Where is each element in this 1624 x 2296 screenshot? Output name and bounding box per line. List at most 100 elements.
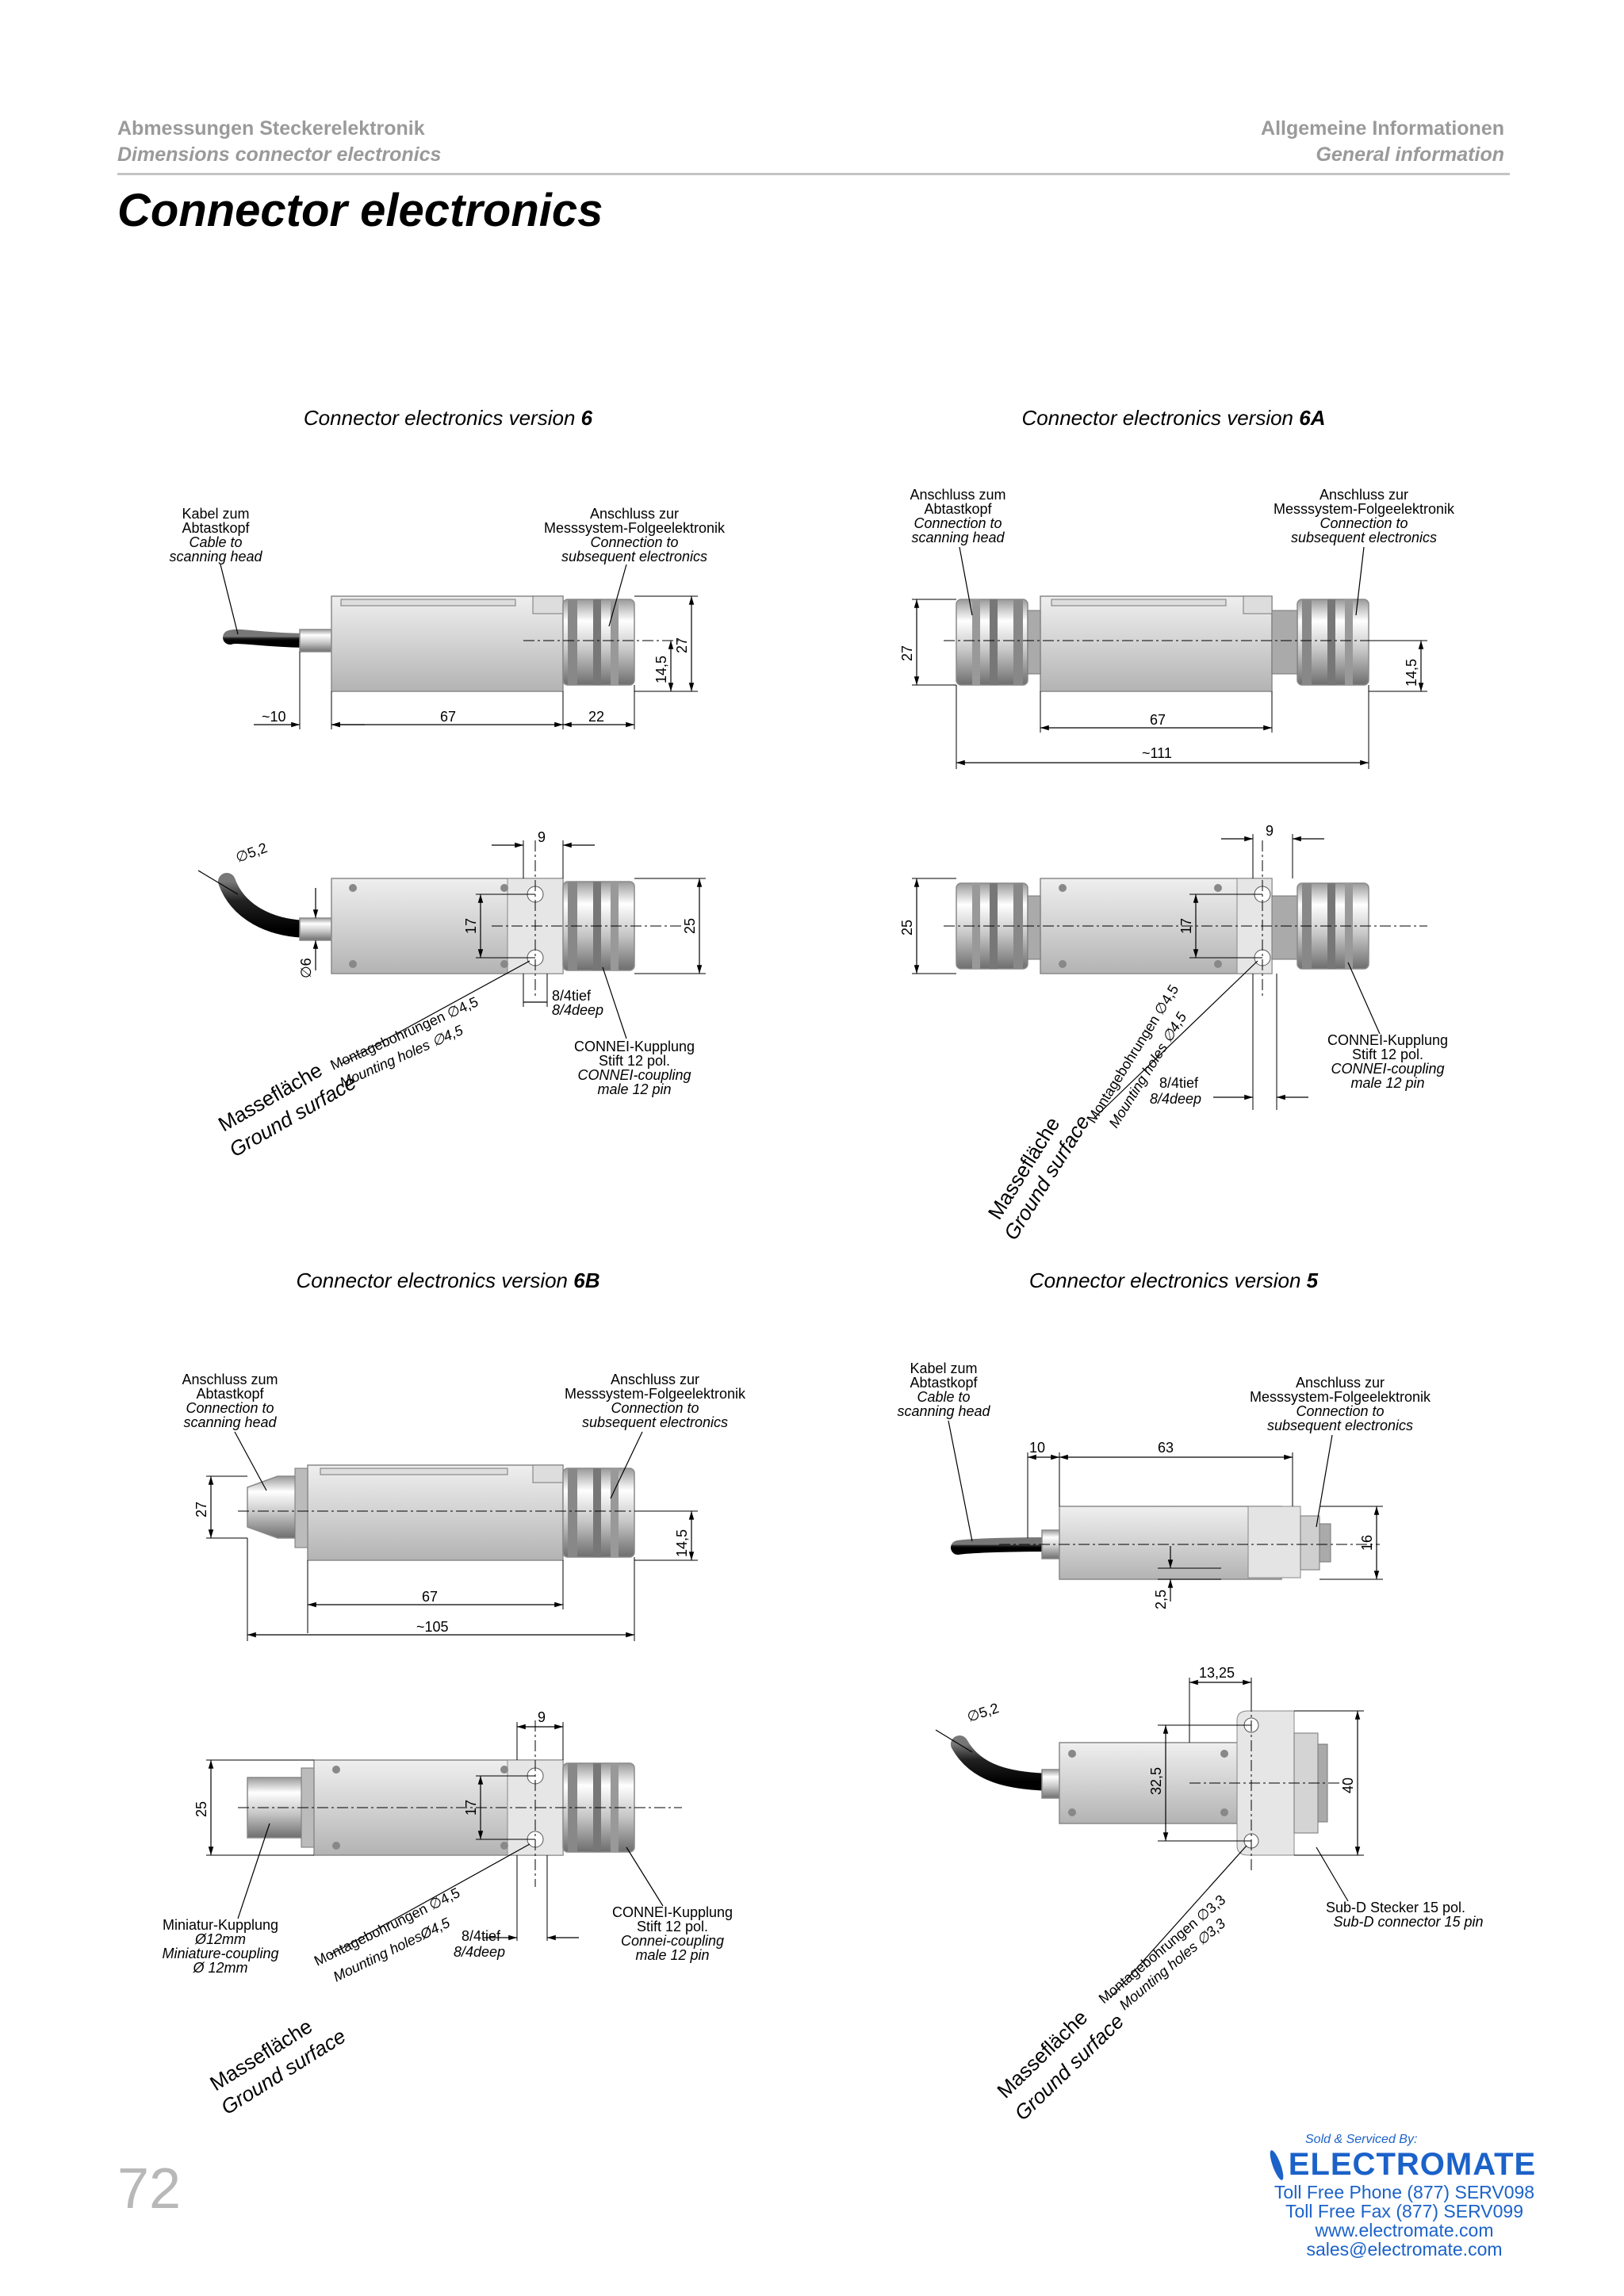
label-text: Messsystem-Folgeelektronik: [1274, 501, 1455, 517]
sold-by-text: Sold & Serviced By:: [1305, 2133, 1418, 2146]
v6a-top-labels: CONNEI-Kupplung Stift 12 pol. CONNEI-cou…: [983, 960, 1448, 1244]
label-text: Connection to: [611, 1400, 699, 1416]
label-text: Cable to: [189, 534, 242, 550]
label-text: Anschluss zur: [590, 506, 679, 522]
label-text: 8/4deep: [454, 1944, 505, 1960]
dim-label: 14,5: [674, 1529, 690, 1557]
dim-label: 67: [422, 1589, 438, 1605]
dim-label: 63: [1158, 1440, 1174, 1456]
v6-top-dims: ∅5,2 ∅6 17 25 9 8/4tief 8/4deep: [197, 829, 706, 1018]
label-text: Stift 12 pol.: [1352, 1047, 1423, 1062]
label-text: CONNEI-coupling: [577, 1067, 691, 1083]
label-text: CONNEI-Kupplung: [1327, 1032, 1448, 1048]
section-version: 6A: [1299, 406, 1326, 430]
section-title-v5: Connector electronics version 5: [936, 1269, 1411, 1293]
v6-side-dims: ~10 67 22 14,5 27: [254, 595, 698, 729]
label-text: Abtastkopf: [196, 1386, 264, 1402]
header-rule: [117, 173, 1510, 175]
label-text: Sub-D Stecker 15 pol.: [1326, 1900, 1465, 1915]
label-text: Anschluss zum: [182, 1372, 278, 1387]
dim-label: 27: [193, 1502, 209, 1517]
v6a-top-dims: 25 17 9 8/4tief 8/4deep: [899, 823, 1324, 1110]
dim-label: 14,5: [1404, 659, 1419, 687]
label-text: Sub-D connector 15 pin: [1333, 1914, 1483, 1930]
v6-top-view: [218, 840, 682, 999]
dim-label: 27: [674, 637, 690, 653]
label-text: Montagebohrungen ∅3,3: [1096, 1892, 1228, 2007]
label-text: male 12 pin: [1350, 1075, 1424, 1091]
label-text: subsequent electronics: [561, 549, 707, 564]
dim-label: ∅6: [298, 958, 314, 978]
label-text: Miniature-coupling: [162, 1946, 278, 1961]
v5-side-labels: Kabel zum Abtastkopf Cable to scanning h…: [897, 1360, 1431, 1542]
section-title-v6: Connector electronics version 6: [210, 406, 686, 430]
label-text: male 12 pin: [635, 1947, 709, 1963]
dim-label: 9: [1266, 823, 1274, 839]
label-text: Ø 12mm: [192, 1960, 247, 1976]
header-left: Abmessungen Steckerelektronik Dimensions…: [117, 116, 441, 168]
label-text: Cable to: [917, 1389, 970, 1405]
label-text: CONNEI-coupling: [1331, 1061, 1444, 1077]
email-link[interactable]: sales@electromate.com: [1306, 2239, 1503, 2260]
label-text: scanning head: [169, 549, 262, 564]
page-title: Connector electronics: [117, 185, 603, 236]
dim-label: ∅5,2: [965, 1700, 1001, 1725]
label-text: Connection to: [1320, 515, 1408, 531]
label-text: Kabel zum: [182, 506, 249, 522]
label-text: Connection to: [1296, 1403, 1384, 1419]
label-text: 8/4tief: [462, 1928, 501, 1944]
section-version: 6: [580, 406, 593, 430]
label-text: Messsystem-Folgeelektronik: [1250, 1389, 1431, 1405]
dim-label: ~10: [262, 709, 286, 725]
label-text: 8/4tief: [552, 988, 592, 1004]
label-text: Connei-coupling: [621, 1933, 724, 1949]
dim-label: 25: [193, 1801, 209, 1817]
label-text: subsequent electronics: [1291, 530, 1437, 545]
label-text: subsequent electronics: [582, 1414, 728, 1430]
label-text: Messsystem-Folgeelektronik: [544, 520, 726, 536]
label-text: scanning head: [897, 1403, 990, 1419]
label-text: Kabel zum: [910, 1360, 977, 1376]
v6-side-labels: Kabel zum Abtastkopf Cable to scanning h…: [169, 506, 726, 635]
dim-label: 22: [588, 709, 604, 725]
v6b-side-dims: 27 67 ~105 14,5: [193, 1475, 698, 1641]
v6-side-view: [223, 595, 682, 692]
label-text: Abtastkopf: [182, 520, 250, 536]
v6b-side-labels: Anschluss zum Abtastkopf Connection to s…: [182, 1372, 746, 1499]
header-left-de: Abmessungen Steckerelektronik: [117, 117, 425, 140]
section-version: 5: [1306, 1269, 1319, 1292]
dim-label: 67: [440, 709, 456, 725]
dim-label: ~111: [1142, 745, 1172, 761]
brand-block: Sold & Serviced By: ELECTROMATE Toll Fre…: [1267, 2133, 1537, 2260]
label-text: scanning head: [911, 530, 1005, 545]
website-link[interactable]: www.electromate.com: [1315, 2220, 1494, 2241]
v6-top-labels: CONNEI-Kupplung Stift 12 pol. CONNEI-cou…: [214, 960, 695, 1161]
phone-line: Toll Free Phone (877) SERV098: [1274, 2182, 1535, 2202]
label-text: Stift 12 pol.: [637, 1919, 708, 1934]
dim-label: 16: [1359, 1535, 1375, 1551]
dim-label: 27: [899, 645, 915, 661]
header-right-en: General information: [1316, 144, 1504, 166]
dim-label: 17: [1178, 918, 1194, 934]
header-right: Allgemeine Informationen General informa…: [1261, 116, 1504, 168]
v6b-top-labels: Miniatur-Kupplung Ø12mm Miniature-coupli…: [162, 1823, 733, 2119]
v6b-side-view: [238, 1464, 682, 1561]
label-text: Anschluss zur: [1296, 1375, 1385, 1391]
v5-top-dims: ∅5,2 13,25 32,5 40: [935, 1665, 1364, 1856]
label-text: scanning head: [183, 1414, 277, 1430]
label-text: Miniatur-Kupplung: [163, 1917, 278, 1933]
header-right-de: Allgemeine Informationen: [1261, 117, 1504, 140]
dim-label: 10: [1029, 1440, 1045, 1456]
dim-label: 17: [463, 1800, 479, 1816]
label-text: Messsystem-Folgeelektronik: [565, 1386, 746, 1402]
v6a-side-labels: Anschluss zum Abtastkopf Connection to s…: [910, 487, 1455, 616]
brand-name: ELECTROMATE: [1288, 2147, 1537, 2182]
label-text: Anschluss zur: [1320, 487, 1408, 503]
dim-label: 25: [899, 920, 915, 936]
label-text: subsequent electronics: [1267, 1418, 1413, 1433]
dim-label: 32,5: [1148, 1767, 1164, 1795]
dim-label: ~105: [416, 1619, 449, 1635]
fax-line: Toll Free Fax (877) SERV099: [1285, 2201, 1523, 2221]
label-text: Stift 12 pol.: [599, 1053, 670, 1069]
